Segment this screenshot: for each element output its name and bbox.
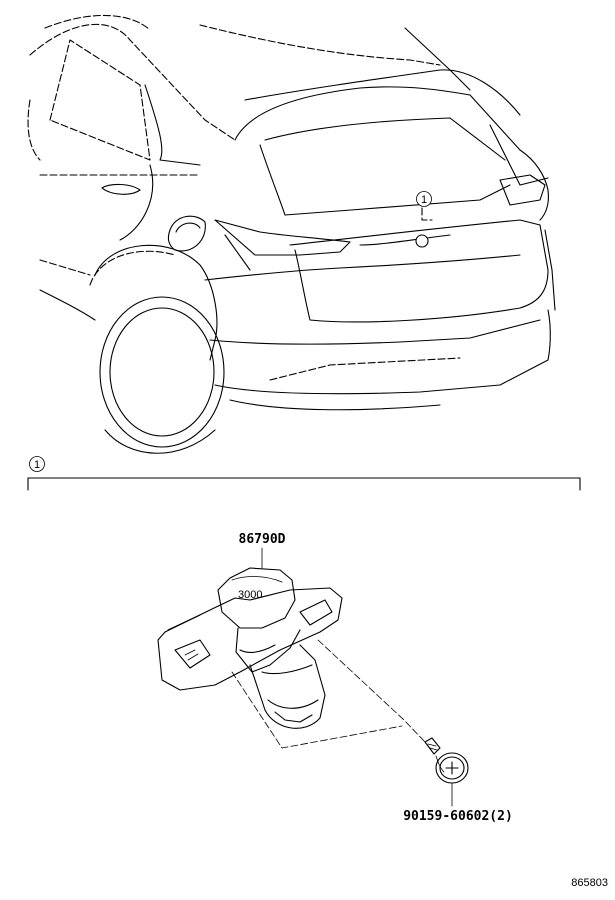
section-marker-label: 1 (34, 459, 40, 471)
camera-part-number: 86790D (239, 532, 286, 547)
drawing-id: 865803 (571, 877, 608, 889)
camera-assembly: 3000 (157, 547, 343, 729)
callout-marker-top-label: 1 (421, 194, 427, 206)
section-header: 1 (27, 456, 581, 491)
callout-marker-top: 1 (416, 191, 432, 207)
vehicle-illustration (27, 14, 556, 454)
assembly-guide-lines (231, 639, 426, 749)
section-bracket-line (27, 477, 581, 491)
screw-part (424, 737, 469, 807)
screw-part-number: 90159-60602(2) (403, 809, 513, 824)
svg-text:3000: 3000 (238, 589, 262, 601)
